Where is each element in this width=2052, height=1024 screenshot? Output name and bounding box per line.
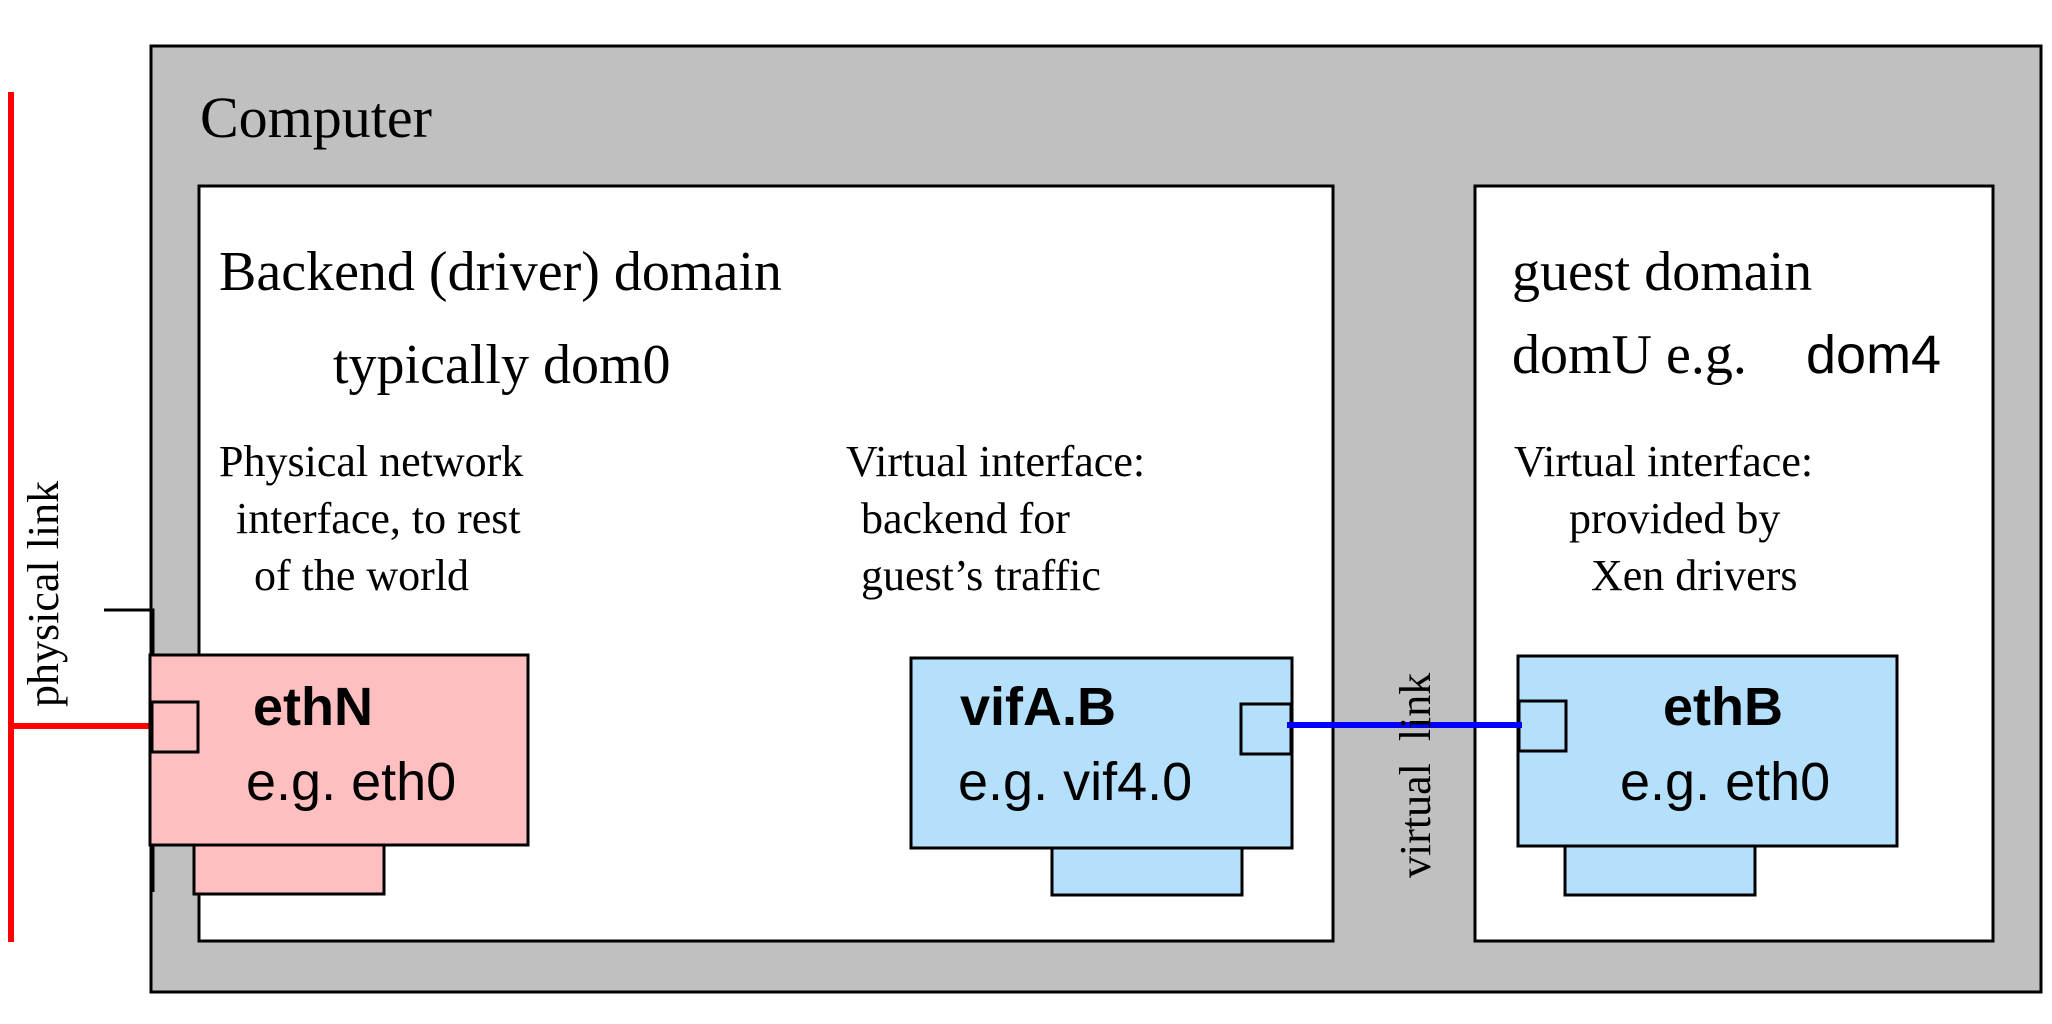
computer-label: Computer xyxy=(200,85,432,150)
ethN-bracket xyxy=(104,608,155,892)
ethB-name: ethB xyxy=(1663,677,1783,737)
vif-name: vifA.B xyxy=(960,677,1116,737)
physical-desc-line: Physical network xyxy=(219,437,523,486)
ethB-card-tab xyxy=(1563,844,1757,897)
physical-desc-line: interface, to rest xyxy=(236,494,521,543)
guest-vif-desc-line: provided by xyxy=(1569,494,1780,543)
vif-card-tab xyxy=(1050,844,1244,897)
backend-vif-desc-line: guest’s traffic xyxy=(861,551,1101,600)
ethB-card: ethB e.g. eth0 xyxy=(1516,654,1899,897)
guest-domain-subtitle-prefix: domU e.g. xyxy=(1512,324,1747,386)
vif-port-icon xyxy=(1239,702,1293,756)
physical-interface-description: Physical network interface, to rest of t… xyxy=(219,437,534,600)
ethN-card: ethN e.g. eth0 xyxy=(148,653,530,896)
guest-domain-subtitle-value: dom4 xyxy=(1806,325,1941,385)
backend-domain-subtitle: typically dom0 xyxy=(333,334,671,396)
vif-example: e.g. vif4.0 xyxy=(958,752,1192,812)
ethN-card-body xyxy=(148,653,530,847)
backend-virtual-interface-description: Virtual interface: backend for guest’s t… xyxy=(846,437,1156,600)
backend-vif-desc-line: Virtual interface: xyxy=(846,437,1145,486)
guest-virtual-interface-description: Virtual interface: provided by Xen drive… xyxy=(1514,437,1824,600)
ethB-card-body xyxy=(1516,654,1899,848)
physical-desc-line: of the world xyxy=(254,551,469,600)
guest-vif-desc-line: Xen drivers xyxy=(1591,551,1798,600)
ethN-example: e.g. eth0 xyxy=(246,752,456,812)
vif-card-body xyxy=(909,656,1294,850)
vif-card: vifA.B e.g. vif4.0 xyxy=(909,656,1294,897)
ethB-example: e.g. eth0 xyxy=(1620,752,1830,812)
guest-vif-desc-line: Virtual interface: xyxy=(1514,437,1813,486)
virtual-link-label: virtual link xyxy=(1391,673,1440,878)
ethN-port-icon xyxy=(150,700,200,754)
backend-vif-desc-line: backend for xyxy=(861,494,1070,543)
backend-domain-title: Backend (driver) domain xyxy=(219,241,782,303)
physical-link-label: physical link xyxy=(19,481,68,707)
guest-domain-title: guest domain xyxy=(1512,241,1812,303)
ethN-name: ethN xyxy=(253,677,373,737)
ethN-card-tab xyxy=(192,843,386,896)
